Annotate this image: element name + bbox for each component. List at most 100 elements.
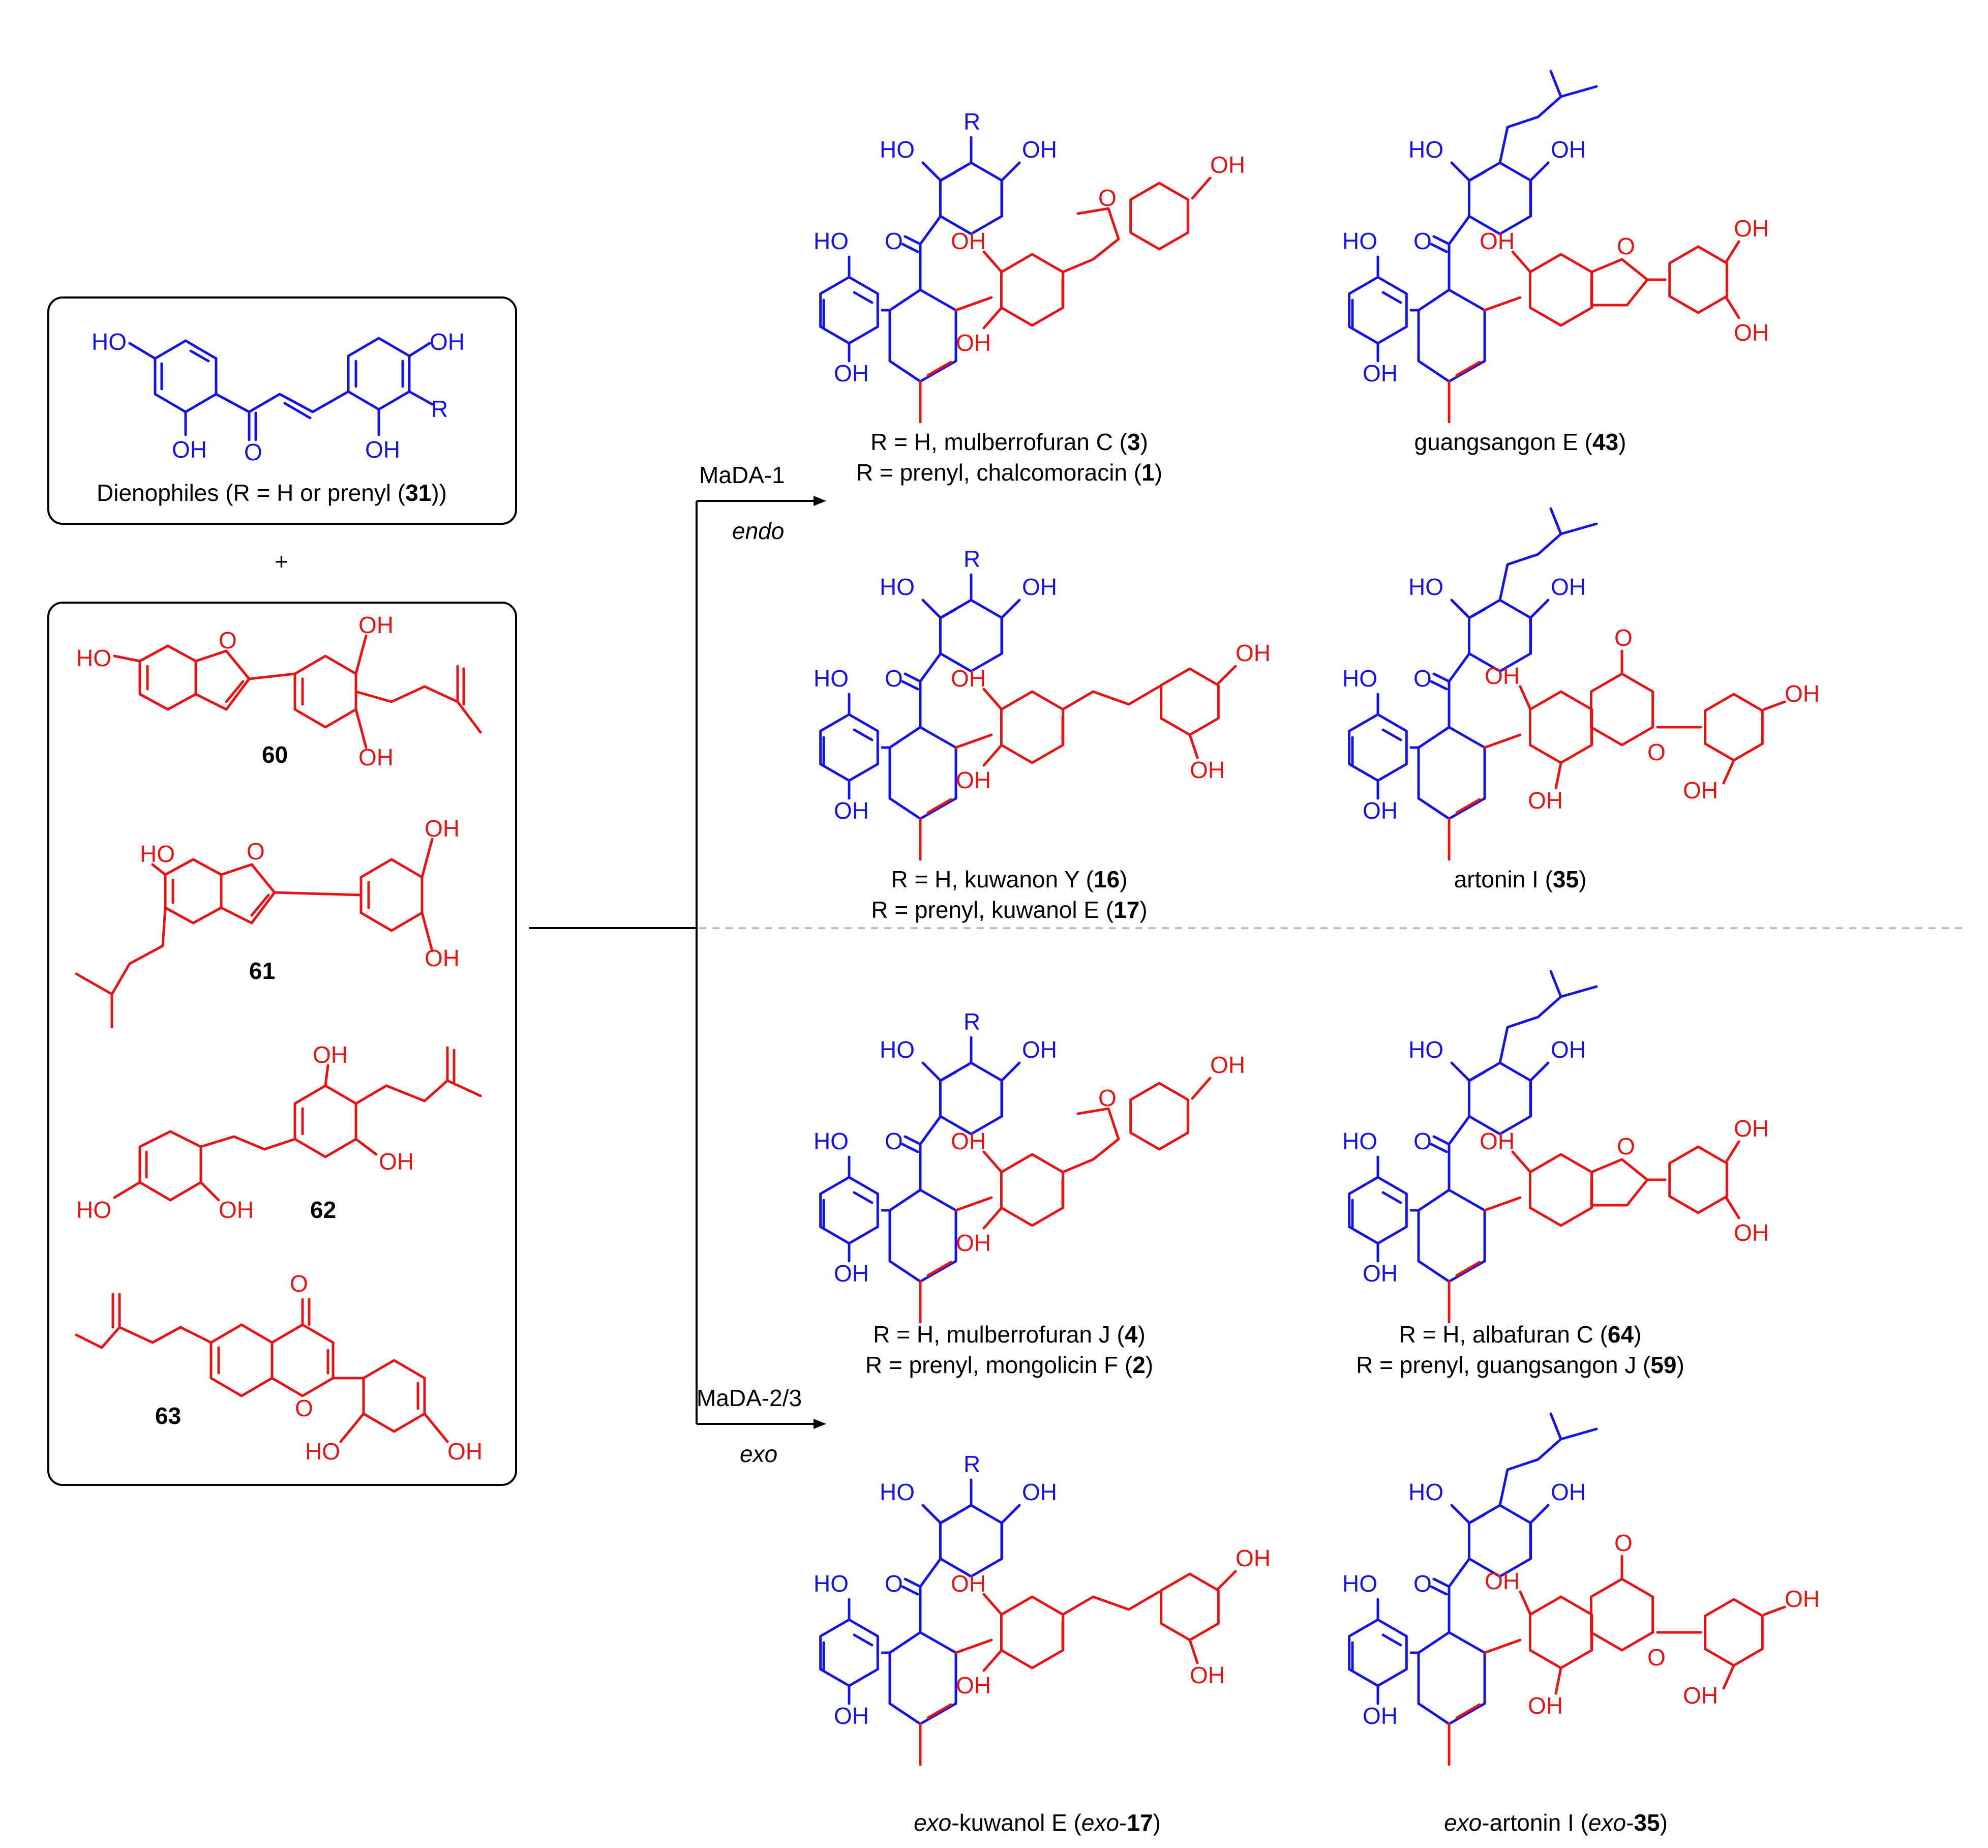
product-atom-red-oh-b: OH — [956, 330, 991, 356]
product-caption-p2-line-1: guangsangon E (43) — [1414, 429, 1626, 455]
product-atom-red-oh-a: OH — [1480, 228, 1515, 254]
product-atom-ho-top: HO — [1408, 574, 1443, 600]
product-atom-carbonyl-o: O — [885, 665, 903, 692]
diene-62: OH OH HO OH 62 — [76, 1041, 482, 1223]
product-atom-oh-top: OH — [1551, 136, 1586, 163]
product-atom-r: R — [963, 1008, 980, 1035]
diene-61-oh-top: OH — [425, 815, 460, 842]
product-caption-p1-line-2: R = prenyl, chalcomoracin (1) — [856, 459, 1162, 486]
product-atom-oh-left: OH — [1363, 1260, 1398, 1287]
product-atom-red-oh-a: OH — [951, 665, 986, 692]
diene-61-ho: HO — [140, 841, 175, 867]
diene-63-oh: OH — [447, 1438, 483, 1465]
product-atom-red-oh-a: OH — [1485, 663, 1520, 689]
product-caption-p6-line-1: R = H, albafuran C (64) — [1399, 1321, 1642, 1348]
product-atom-ho-left: HO — [1342, 665, 1377, 692]
product-atom-red-oh-c: OH — [1210, 152, 1245, 178]
product-caption-p5-line-2: R = prenyl, mongolicin F (2) — [865, 1352, 1153, 1378]
product-atom-red-o: O — [1647, 739, 1666, 765]
diene-62-oh-top: OH — [313, 1041, 348, 1068]
diene-63: O O HO OH 63 — [75, 1270, 483, 1465]
product-atom-red-oh-b: OH — [1528, 787, 1563, 814]
arrow-top-selectivity: endo — [732, 518, 784, 544]
diene-60-oh-top: OH — [358, 612, 394, 638]
dienophile-atom-carbonyl-o: O — [244, 439, 262, 465]
diene-panel: HO O OH OH 60 HO O OH OH 61 — [47, 602, 517, 1486]
product-atom-oh-left: OH — [1363, 1703, 1398, 1729]
diene-61: HO O OH OH 61 — [75, 815, 460, 1029]
product-atom-red-o: O — [1617, 233, 1635, 259]
product-caption-p6-line-2: R = prenyl, guangsangon J (59) — [1356, 1352, 1684, 1378]
product-atom-carbonyl-o: O — [1413, 228, 1432, 254]
product-atom-ho-top: HO — [1408, 1479, 1443, 1505]
product-caption-p3-line-2: R = prenyl, kuwanol E (17) — [871, 897, 1147, 923]
product-caption-p3-line-1: R = H, kuwanon Y (16) — [891, 866, 1128, 892]
product-atom-red-oh-a: OH — [951, 228, 986, 254]
product-atom-red-o: O — [1098, 1085, 1117, 1111]
diene-61-oh-bottom: OH — [425, 945, 460, 971]
product-atom-ho-left: HO — [1342, 1128, 1377, 1154]
product-atom-red-oh-a: OH — [951, 1570, 986, 1597]
product-atom-carbonyl-o: O — [885, 228, 903, 254]
product-atom-red-oh-b: OH — [1528, 1692, 1563, 1719]
product-atom-oh-top: OH — [1551, 574, 1586, 600]
product-atom-red-o: O — [1647, 1644, 1666, 1671]
product-atom-red-oh-a: OH — [1480, 1128, 1515, 1154]
product-atom-ho-left: HO — [814, 228, 849, 254]
product-atom-r: R — [963, 108, 980, 135]
diene-62-label: 62 — [310, 1197, 336, 1223]
product-atom-red-oh-d: OH — [1190, 1662, 1225, 1688]
product-atom-red-oh-a: OH — [951, 1128, 986, 1154]
plus-sign: + — [275, 548, 288, 575]
product-atom-red-oh-c: OH — [1236, 640, 1271, 666]
product-caption-p5-line-1: R = H, mulberrofuran J (4) — [873, 1321, 1146, 1348]
diene-62-oh-right: OH — [379, 1148, 414, 1175]
product-atom-carbonyl-o: O — [1413, 1128, 1432, 1154]
arrow-bottom-enzyme: MaDA-2/3 — [697, 1385, 802, 1411]
dienophile-atom-ho: HO — [92, 329, 127, 355]
product-atom-carbonyl-o: O — [1413, 1570, 1432, 1597]
product-atom-oh-left: OH — [1363, 360, 1398, 386]
diene-60: HO O OH OH 60 — [76, 612, 482, 770]
product-atom-red-oh-d: OH — [1683, 777, 1718, 803]
reaction-arrows: MaDA-1 endo MaDA-2/3 exo — [529, 462, 1963, 1467]
product-atom-ho-top: HO — [880, 1036, 915, 1063]
arrow-bottom-selectivity: exo — [740, 1441, 777, 1467]
product-atom-red-oh-c: OH — [1734, 1219, 1769, 1246]
product-caption-p8-line-1: exo-artonin I (exo-35) — [1444, 1809, 1668, 1836]
product-atom-red-oh-b: OH — [1734, 1115, 1769, 1142]
dienophile-ring-a — [154, 339, 218, 413]
product-atom-red-oh-c: OH — [1734, 319, 1769, 346]
diene-62-ho: HO — [76, 1197, 111, 1223]
diene-62-oh-bottom: OH — [219, 1197, 254, 1223]
diene-60-o: O — [219, 627, 237, 653]
product-atom-red-oh-d: OH — [1190, 757, 1225, 783]
diene-63-ho: HO — [305, 1438, 340, 1465]
diene-60-label: 60 — [262, 741, 288, 768]
diene-61-label: 61 — [249, 958, 275, 984]
dienophile-atom-r: R — [431, 396, 448, 422]
product-atom-oh-left: OH — [834, 1260, 869, 1287]
product-atom-red-o: O — [1098, 185, 1117, 211]
product-atom-carbonyl-o: O — [885, 1570, 903, 1597]
product-atom-red-oh-a: OH — [1485, 1568, 1520, 1594]
dienophile-atom-oh-left: OH — [172, 436, 207, 463]
product-atom-oh-top: OH — [1022, 1479, 1057, 1505]
product-atom-r: R — [963, 1451, 980, 1477]
product-atom-red-oh-b: OH — [956, 1672, 991, 1698]
product-atom-carbonyl-o: O — [885, 1128, 903, 1154]
product-atom-oh-top: OH — [1022, 1036, 1057, 1063]
product-atom-red-oh-c: OH — [1785, 680, 1820, 707]
product-atom-ho-left: HO — [814, 665, 849, 692]
product-atom-ho-left: HO — [814, 1570, 849, 1597]
product-atom-ho-top: HO — [880, 574, 915, 600]
product-caption-p4-line-1: artonin I (35) — [1454, 866, 1587, 892]
diene-60-ho: HO — [76, 645, 111, 671]
